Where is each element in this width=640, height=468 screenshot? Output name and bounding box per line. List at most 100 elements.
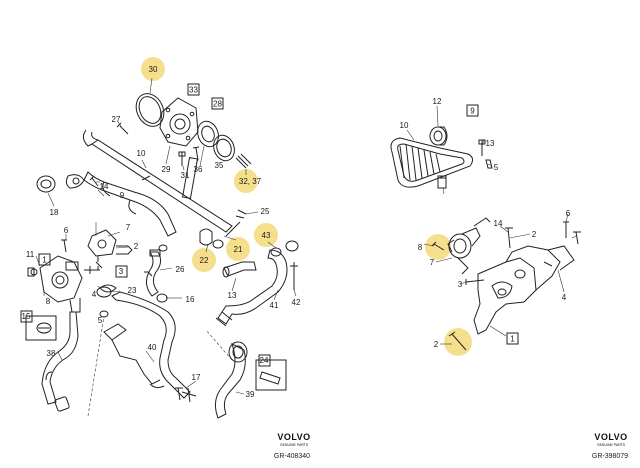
callout-5: 5 [98, 316, 103, 325]
clamp-part [36, 322, 52, 334]
callout-32-37: 32, 37 [239, 177, 262, 186]
drive-belt-part [390, 137, 474, 188]
callout-16: 16 [186, 295, 195, 304]
callout-17: 17 [192, 373, 201, 382]
bolt-14-part [505, 227, 513, 249]
callout-6: 6 [566, 209, 571, 218]
callout-14: 14 [494, 219, 503, 228]
callout-21: 21 [234, 245, 243, 254]
hose-39-part [214, 341, 248, 419]
bleed-screw-part [259, 371, 281, 385]
volvo-logo-right: VOLVO [594, 432, 627, 442]
callout-8: 8 [418, 243, 423, 252]
box-33 [187, 83, 200, 96]
reference-number-right: GR-398079 [592, 453, 628, 460]
box-3 [115, 265, 128, 278]
box-label-1-left: 1 [42, 256, 47, 265]
bolt-8-part [431, 241, 445, 251]
callout-4: 4 [562, 293, 567, 302]
callout-26: 26 [176, 265, 185, 274]
callout-39: 39 [246, 390, 255, 399]
gasket-part [197, 120, 219, 148]
highlight-2 [444, 328, 472, 356]
callout-43: 43 [262, 231, 271, 240]
callout-36: 36 [194, 165, 203, 174]
box-24-frame [255, 359, 287, 391]
callout-28: 28 [213, 100, 222, 109]
callout-10: 10 [137, 149, 146, 158]
callout-4: 4 [92, 290, 97, 299]
callout-2: 2 [134, 242, 139, 251]
callout-25: 25 [261, 207, 270, 216]
highlight-32-37 [234, 169, 258, 193]
idler-pulley-part [429, 126, 448, 146]
callout-30: 30 [149, 65, 158, 74]
highlight-8 [425, 234, 451, 260]
callout-11: 11 [26, 250, 35, 259]
hose-9-part [83, 171, 177, 237]
callout-7: 7 [430, 258, 435, 267]
callout-13: 13 [486, 139, 495, 148]
box-9 [466, 104, 479, 117]
volvo-logo-sub-left: GENUINE PARTS [280, 443, 309, 447]
callout-24: 24 [260, 356, 269, 365]
callout-3: 3 [119, 267, 124, 276]
o-ring-part [135, 93, 165, 127]
callout-40: 40 [148, 343, 157, 352]
highlight-43 [254, 223, 278, 247]
bracket-part [473, 245, 575, 335]
highlight-22 [192, 248, 216, 272]
callout-14: 14 [100, 182, 109, 191]
hose-38-part [41, 311, 79, 412]
footer-right: VOLVO GENUINE PARTS GR-398079 [592, 432, 628, 460]
box-1-left [38, 253, 51, 266]
hose-41-part [215, 240, 299, 327]
callout-31: 31 [181, 171, 190, 180]
callout-23: 23 [128, 286, 137, 295]
box-1-right [506, 332, 519, 345]
callout-7: 7 [126, 223, 131, 232]
callout-29: 29 [162, 165, 171, 174]
tensioner-part [447, 217, 491, 275]
highlight-30 [141, 57, 165, 81]
callout-2-lower: 2 [434, 340, 439, 349]
thermostat-ring-part [213, 134, 235, 162]
callout-38: 38 [47, 349, 56, 358]
callout-9: 9 [470, 107, 475, 116]
callout-2-upper: 2 [532, 230, 537, 239]
reference-number-left: GR-408340 [274, 453, 310, 460]
right-belt-tensioner-diagram: 12 9 10 13 5 14 2 8 7 3 4 6 2 1 [390, 97, 581, 356]
callout-6: 6 [64, 226, 69, 235]
callout-8: 8 [46, 297, 51, 306]
footer-left: VOLVO GENUINE PARTS GR-408340 [274, 432, 310, 460]
bolt-2-part [448, 331, 467, 351]
volvo-logo-sub-right: GENUINE PARTS [597, 443, 626, 447]
callout-33: 33 [189, 86, 198, 95]
left-cooling-system-diagram: 30 11 7 6 9 8 2 3 4 5 23 26 16 40 38 15 … [20, 57, 301, 419]
callout-3: 3 [458, 280, 463, 289]
bolt-6b-part [573, 231, 581, 245]
callout-12: 12 [433, 97, 442, 106]
flange-part [36, 174, 85, 193]
callout-27: 27 [112, 115, 121, 124]
coolant-pipe-part [82, 129, 233, 233]
volvo-logo-left: VOLVO [277, 432, 310, 442]
callout-18: 18 [50, 208, 59, 217]
thermostat-housing-part [27, 255, 83, 313]
bolt-5b-part [563, 221, 569, 238]
box-15-frame [25, 315, 57, 341]
callout-35: 35 [215, 161, 224, 170]
bolt-13-part [478, 139, 486, 156]
callout-42: 42 [292, 298, 301, 307]
highlight-21 [226, 237, 250, 261]
water-pump-part [159, 97, 199, 147]
callout-10: 10 [400, 121, 409, 130]
spacer-6-part [437, 175, 447, 189]
callout-41: 41 [270, 301, 279, 310]
hose-26-part [144, 249, 162, 297]
callout-15: 15 [22, 312, 31, 321]
bolt-5-part [485, 159, 493, 169]
hose-40-part [103, 291, 197, 403]
callout-1: 1 [510, 335, 515, 344]
